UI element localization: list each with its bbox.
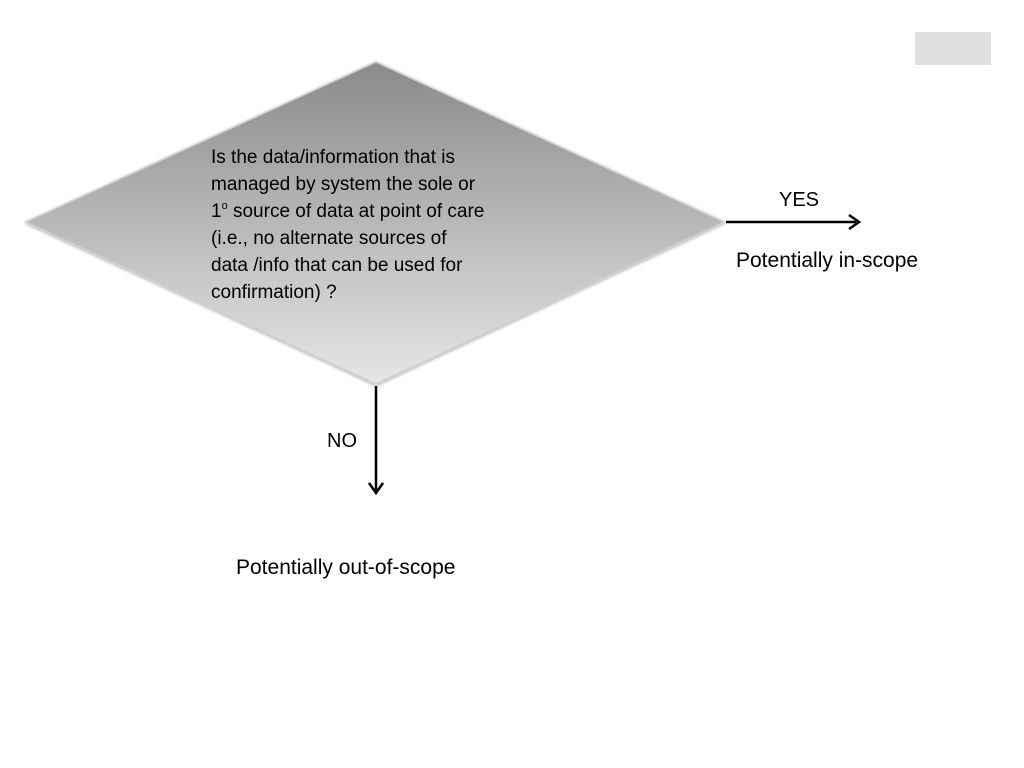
no-label: NO	[327, 430, 357, 452]
decision-line: Is the data/information that is	[211, 147, 455, 168]
yes-arrow	[726, 213, 862, 231]
decision-line: (i.e., no alternate sources of	[211, 228, 447, 249]
decision-question: Is the data/information that is managed …	[211, 144, 561, 306]
ordinal-superscript: o	[221, 200, 228, 212]
ordinal-number: 1	[211, 201, 222, 222]
slide-badge	[915, 32, 991, 65]
decision-line: managed by system the sole or	[211, 174, 476, 195]
yes-label: YES	[779, 189, 820, 211]
in-scope-outcome: Potentially in-scope	[736, 249, 919, 272]
out-of-scope-outcome: Potentially out-of-scope	[236, 556, 456, 579]
decision-line: data /info that can be used for	[211, 255, 463, 276]
no-arrow	[367, 386, 385, 496]
decision-line: 1o source of data at point of care	[211, 198, 561, 225]
decision-diamond	[24, 61, 726, 385]
decision-line: confirmation) ?	[211, 282, 337, 303]
decision-line-rest: source of data at point of care	[227, 201, 485, 222]
